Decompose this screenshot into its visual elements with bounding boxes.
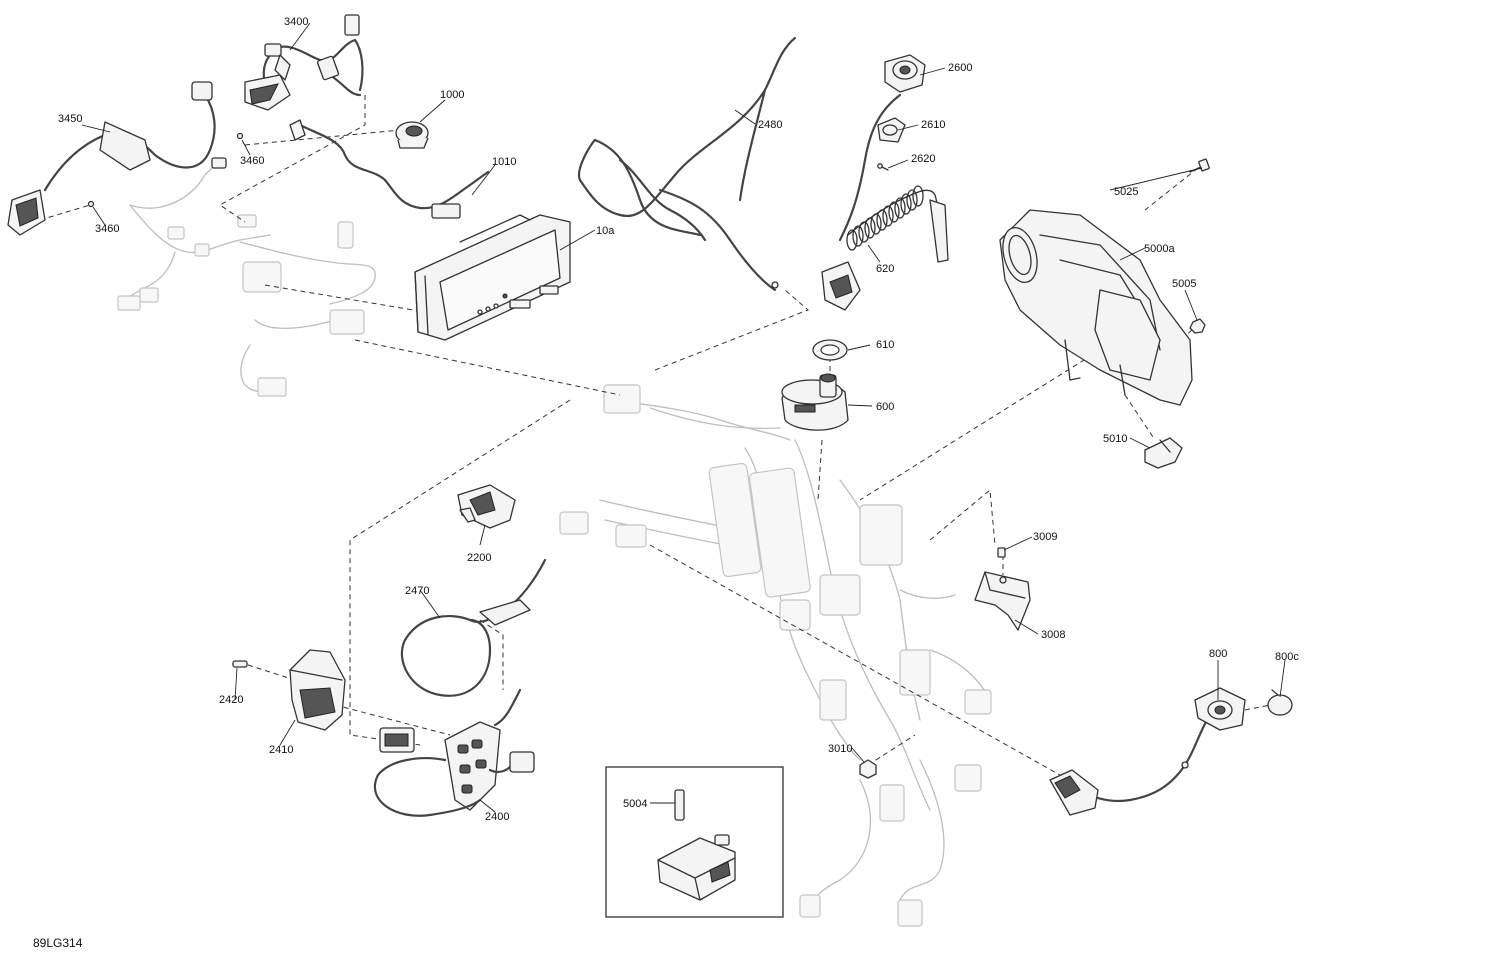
- part-2620-pin: [877, 163, 889, 171]
- part-1010-harness: [289, 119, 490, 219]
- label-3008: 3008: [1041, 629, 1065, 641]
- label-5010: 5010: [1103, 433, 1127, 445]
- label-1000: 1000: [440, 89, 464, 101]
- part-5010-clip: [1144, 437, 1183, 469]
- part-2610-nut: [877, 117, 906, 143]
- part-2420-screw: [232, 660, 248, 668]
- label-800: 800: [1209, 648, 1227, 660]
- part-3009-screw: [997, 547, 1006, 558]
- label-2200: 2200: [467, 552, 491, 564]
- label-2480: 2480: [758, 119, 782, 131]
- part-10a-cluster: [414, 214, 571, 341]
- label-2470: 2470: [405, 585, 429, 597]
- part-2400-switch-block: [373, 688, 535, 817]
- part-3010-nut: [859, 759, 877, 779]
- part-2480-harness: [577, 36, 797, 292]
- part-610-washer: [812, 339, 848, 361]
- part-5000a-module: [999, 209, 1193, 406]
- label-620: 620: [876, 263, 894, 275]
- part-2470-cable: [400, 558, 547, 697]
- label-10a: 10a: [596, 225, 615, 237]
- label-3010: 3010: [828, 743, 852, 755]
- part-5005-nut: [1189, 318, 1206, 334]
- diagram-reference-code: 89LG314: [33, 936, 83, 950]
- part-3450-harness: [7, 81, 244, 236]
- dashed-assembly-lines: [39, 95, 1271, 835]
- label-3450: 3450: [58, 113, 82, 125]
- part-2410-cover: [289, 649, 346, 731]
- part-600-receptacle: [781, 373, 849, 431]
- part-2600-switch: [838, 54, 926, 242]
- part-1000-socket: [395, 121, 429, 149]
- part-labels: 3400 3450 3460 3460 1000 1010 10a 2480 2…: [58, 16, 1299, 823]
- part-2200-sensor: [457, 484, 516, 529]
- part-3400-harness: [244, 14, 364, 111]
- label-5025: 5025: [1114, 186, 1138, 198]
- ghost-main-harness: [117, 164, 992, 927]
- label-2410: 2410: [269, 744, 293, 756]
- label-3009: 3009: [1033, 531, 1057, 543]
- label-5004: 5004: [623, 798, 647, 810]
- label-2620: 2620: [911, 153, 935, 165]
- label-2610: 2610: [921, 119, 945, 131]
- part-620-coil-cable: [821, 185, 949, 311]
- label-1010: 1010: [492, 156, 516, 168]
- label-610: 610: [876, 339, 894, 351]
- inset-detail-box: [605, 766, 784, 918]
- label-5000a: 5000a: [1144, 243, 1175, 255]
- label-800c: 800c: [1275, 651, 1299, 663]
- part-3008-bracket: [974, 571, 1031, 631]
- leader-lines: [81, 22, 1286, 813]
- label-2600: 2600: [948, 62, 972, 74]
- label-3460: 3460: [95, 223, 119, 235]
- label-5005: 5005: [1172, 278, 1196, 290]
- label-3400: 3400: [284, 16, 308, 28]
- label-2400: 2400: [485, 811, 509, 823]
- label-600: 600: [876, 401, 894, 413]
- label-2420: 2420: [219, 694, 243, 706]
- part-800-socket: [1049, 687, 1246, 816]
- label-3460: 3460: [240, 155, 264, 167]
